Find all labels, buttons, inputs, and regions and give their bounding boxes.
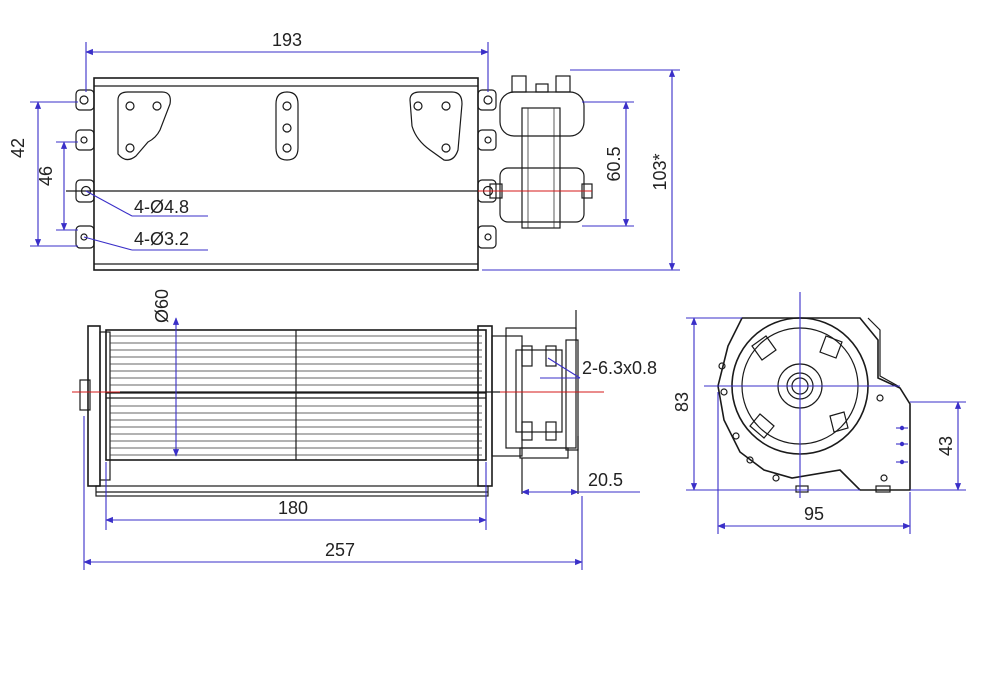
- dim-83: 83: [672, 317, 860, 491]
- front-view: Ø60 2-6.3x0.8 20.5 180 257: [72, 289, 657, 570]
- mounting-brackets: [117, 91, 463, 161]
- dim-60-5: 60.5: [582, 101, 634, 227]
- hole-text-48: 4-Ø4.8: [134, 197, 189, 217]
- motor-top: [489, 75, 593, 229]
- terminal-text: 2-6.3x0.8: [582, 358, 657, 378]
- dim-text-180: 180: [278, 498, 308, 518]
- dim-text-83: 83: [672, 392, 692, 412]
- hole-text-32: 4-Ø3.2: [134, 229, 189, 249]
- dim-95: 95: [717, 392, 911, 534]
- hole-callout-48: 4-Ø4.8: [85, 190, 208, 217]
- left-mounting-tabs: [75, 89, 95, 249]
- motor-front: [491, 310, 579, 494]
- dim-text-193: 193: [272, 30, 302, 50]
- dim-103: 103*: [482, 69, 680, 271]
- dim-43: 43: [910, 401, 966, 491]
- outlet-markers: [896, 425, 908, 465]
- dim-text-46: 46: [36, 166, 56, 186]
- dim-193: 193: [85, 30, 489, 92]
- dim-text-42: 42: [8, 138, 28, 158]
- dim-diameter-60: Ø60: [152, 289, 180, 457]
- side-view: 83 95 43: [672, 292, 966, 534]
- dim-text-103: 103*: [650, 153, 670, 190]
- dim-180: 180: [105, 462, 487, 530]
- dim-text-diameter: Ø60: [152, 289, 172, 323]
- dim-text-20-5: 20.5: [588, 470, 623, 490]
- terminal-callout: 2-6.3x0.8: [540, 357, 657, 379]
- hole-callout-32: 4-Ø3.2: [83, 229, 208, 251]
- dim-20-5: 20.5: [521, 470, 640, 496]
- dim-text-95: 95: [804, 504, 824, 524]
- dim-42: 42: [8, 101, 78, 247]
- dim-text-43: 43: [936, 436, 956, 456]
- dim-text-257: 257: [325, 540, 355, 560]
- dim-257: 257: [83, 416, 583, 570]
- dim-text-60-5: 60.5: [604, 146, 624, 181]
- top-view: 193 42 46 4-Ø4.8 4-Ø3.2: [8, 30, 680, 271]
- fan-clips: [749, 335, 849, 439]
- dim-46: 46: [36, 141, 78, 231]
- right-mounting-tabs: [477, 89, 497, 249]
